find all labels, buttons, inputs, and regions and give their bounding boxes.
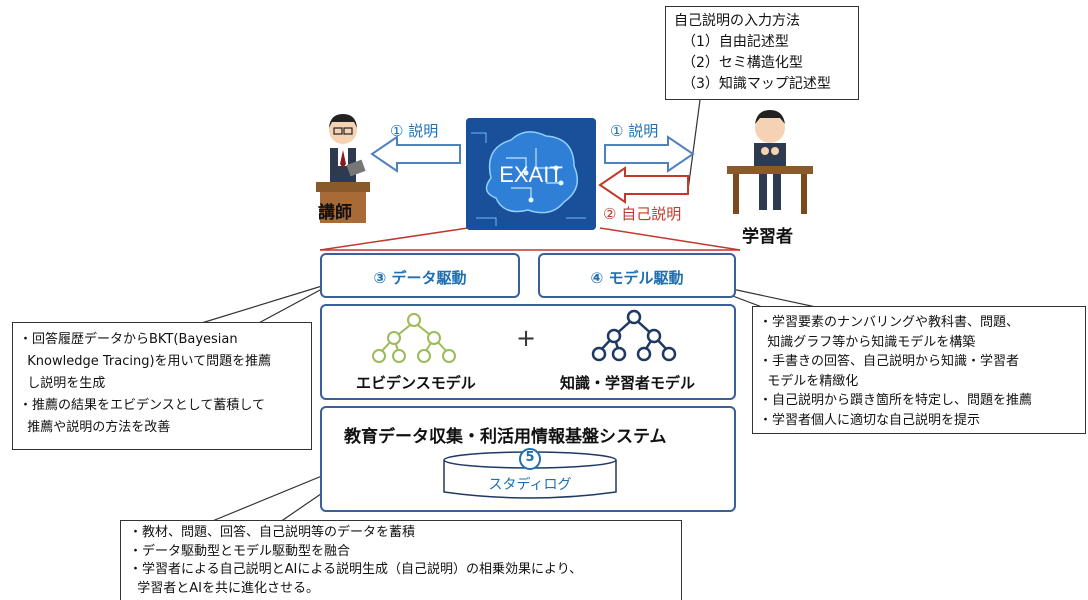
- database-number: 5: [525, 450, 535, 465]
- knowledge-model-label: 知識・学習者モデル: [560, 374, 696, 392]
- knowledge-tree-icon: [591, 309, 677, 362]
- data-driven-panel: ③ データ駆動: [320, 253, 520, 298]
- left-note-box: ・回答履歴データからBKT(Bayesian Knowledge Tracing…: [12, 322, 312, 450]
- database-icon: [443, 448, 617, 499]
- exait-brain-image: EXAIT: [466, 118, 596, 230]
- platform-title: 教育データ収集・利活用情報基盤システム: [344, 427, 667, 447]
- note-line: モデルを精緻化: [759, 373, 859, 389]
- models-panel: + エビデンスモデル 知識・学習者モデル: [320, 304, 736, 400]
- note-line: Knowledge Tracing)を用いて問題を推薦: [19, 354, 272, 369]
- note-line: し説明を生成: [19, 376, 106, 391]
- plus-sign: +: [516, 324, 537, 352]
- note-line: 推薦や説明の方法を改善: [19, 420, 171, 435]
- input-method-item: （2）セミ構造化型: [682, 55, 803, 71]
- bottom-note-box: ・教材、問題、回答、自己説明等のデータを蓄積 ・データ駆動型とモデル駆動型を融合…: [120, 520, 682, 600]
- model-driven-title: ④ モデル駆動: [590, 269, 684, 287]
- platform-panel: 教育データ収集・利活用情報基盤システム 5 スタディログ: [320, 406, 736, 512]
- note-line: ・回答履歴データからBKT(Bayesian: [19, 332, 238, 347]
- note-line: ・学習要素のナンバリングや教科書、問題、: [759, 315, 1020, 330]
- explain-right-label: ① 説明: [610, 122, 659, 140]
- note-line: ・学習者個人に適切な自己説明を提示: [759, 412, 981, 428]
- input-methods-box: 自己説明の入力方法 （1）自由記述型 （2）セミ構造化型 （3）知識マップ記述型: [665, 6, 859, 100]
- note-line: ・データ駆動型とモデル駆動型を融合: [129, 543, 351, 559]
- input-method-item: （3）知識マップ記述型: [682, 76, 831, 92]
- input-method-item: （1）自由記述型: [682, 34, 789, 50]
- note-line: 学習者とAIを共に進化させる。: [129, 580, 319, 596]
- arrow-explain-left: [370, 135, 461, 173]
- brain-circuit-icon: [466, 118, 596, 230]
- database-label: スタディログ: [488, 477, 572, 493]
- explain-left-label: ① 説明: [390, 122, 439, 140]
- input-methods-title: 自己説明の入力方法: [674, 13, 800, 29]
- note-line: ・自己説明から躓き箇所を特定し、問題を推薦: [759, 393, 1033, 408]
- model-driven-panel: ④ モデル駆動: [538, 253, 736, 298]
- self-explain-label: ② 自己説明: [603, 205, 682, 223]
- learner-illustration: [727, 110, 813, 214]
- learner-label: 学習者: [742, 227, 793, 247]
- evidence-model-label: エビデンスモデル: [356, 374, 476, 392]
- exait-label: EXAIT: [499, 162, 563, 187]
- lecturer-label: 講師: [318, 203, 352, 223]
- note-line: ・学習者による自己説明とAIによる説明生成（自己説明）の相乗効果により、: [129, 562, 583, 577]
- note-line: ・推薦の結果をエビデンスとして蓄積して: [19, 398, 265, 413]
- arrow-explain-right: [604, 135, 695, 173]
- right-note-box: ・学習要素のナンバリングや教科書、問題、 知識グラフ等から知識モデルを構築 ・手…: [752, 306, 1086, 434]
- data-driven-title: ③ データ駆動: [373, 269, 467, 287]
- note-line: ・手書きの回答、自己説明から知識・学習者: [759, 354, 1020, 369]
- arrow-self-explain: [598, 166, 689, 204]
- note-line: ・教材、問題、回答、自己説明等のデータを蓄積: [129, 525, 416, 540]
- note-line: 知識グラフ等から知識モデルを構築: [759, 334, 976, 350]
- evidence-tree-icon: [372, 313, 456, 363]
- lecturer-illustration: [316, 114, 370, 223]
